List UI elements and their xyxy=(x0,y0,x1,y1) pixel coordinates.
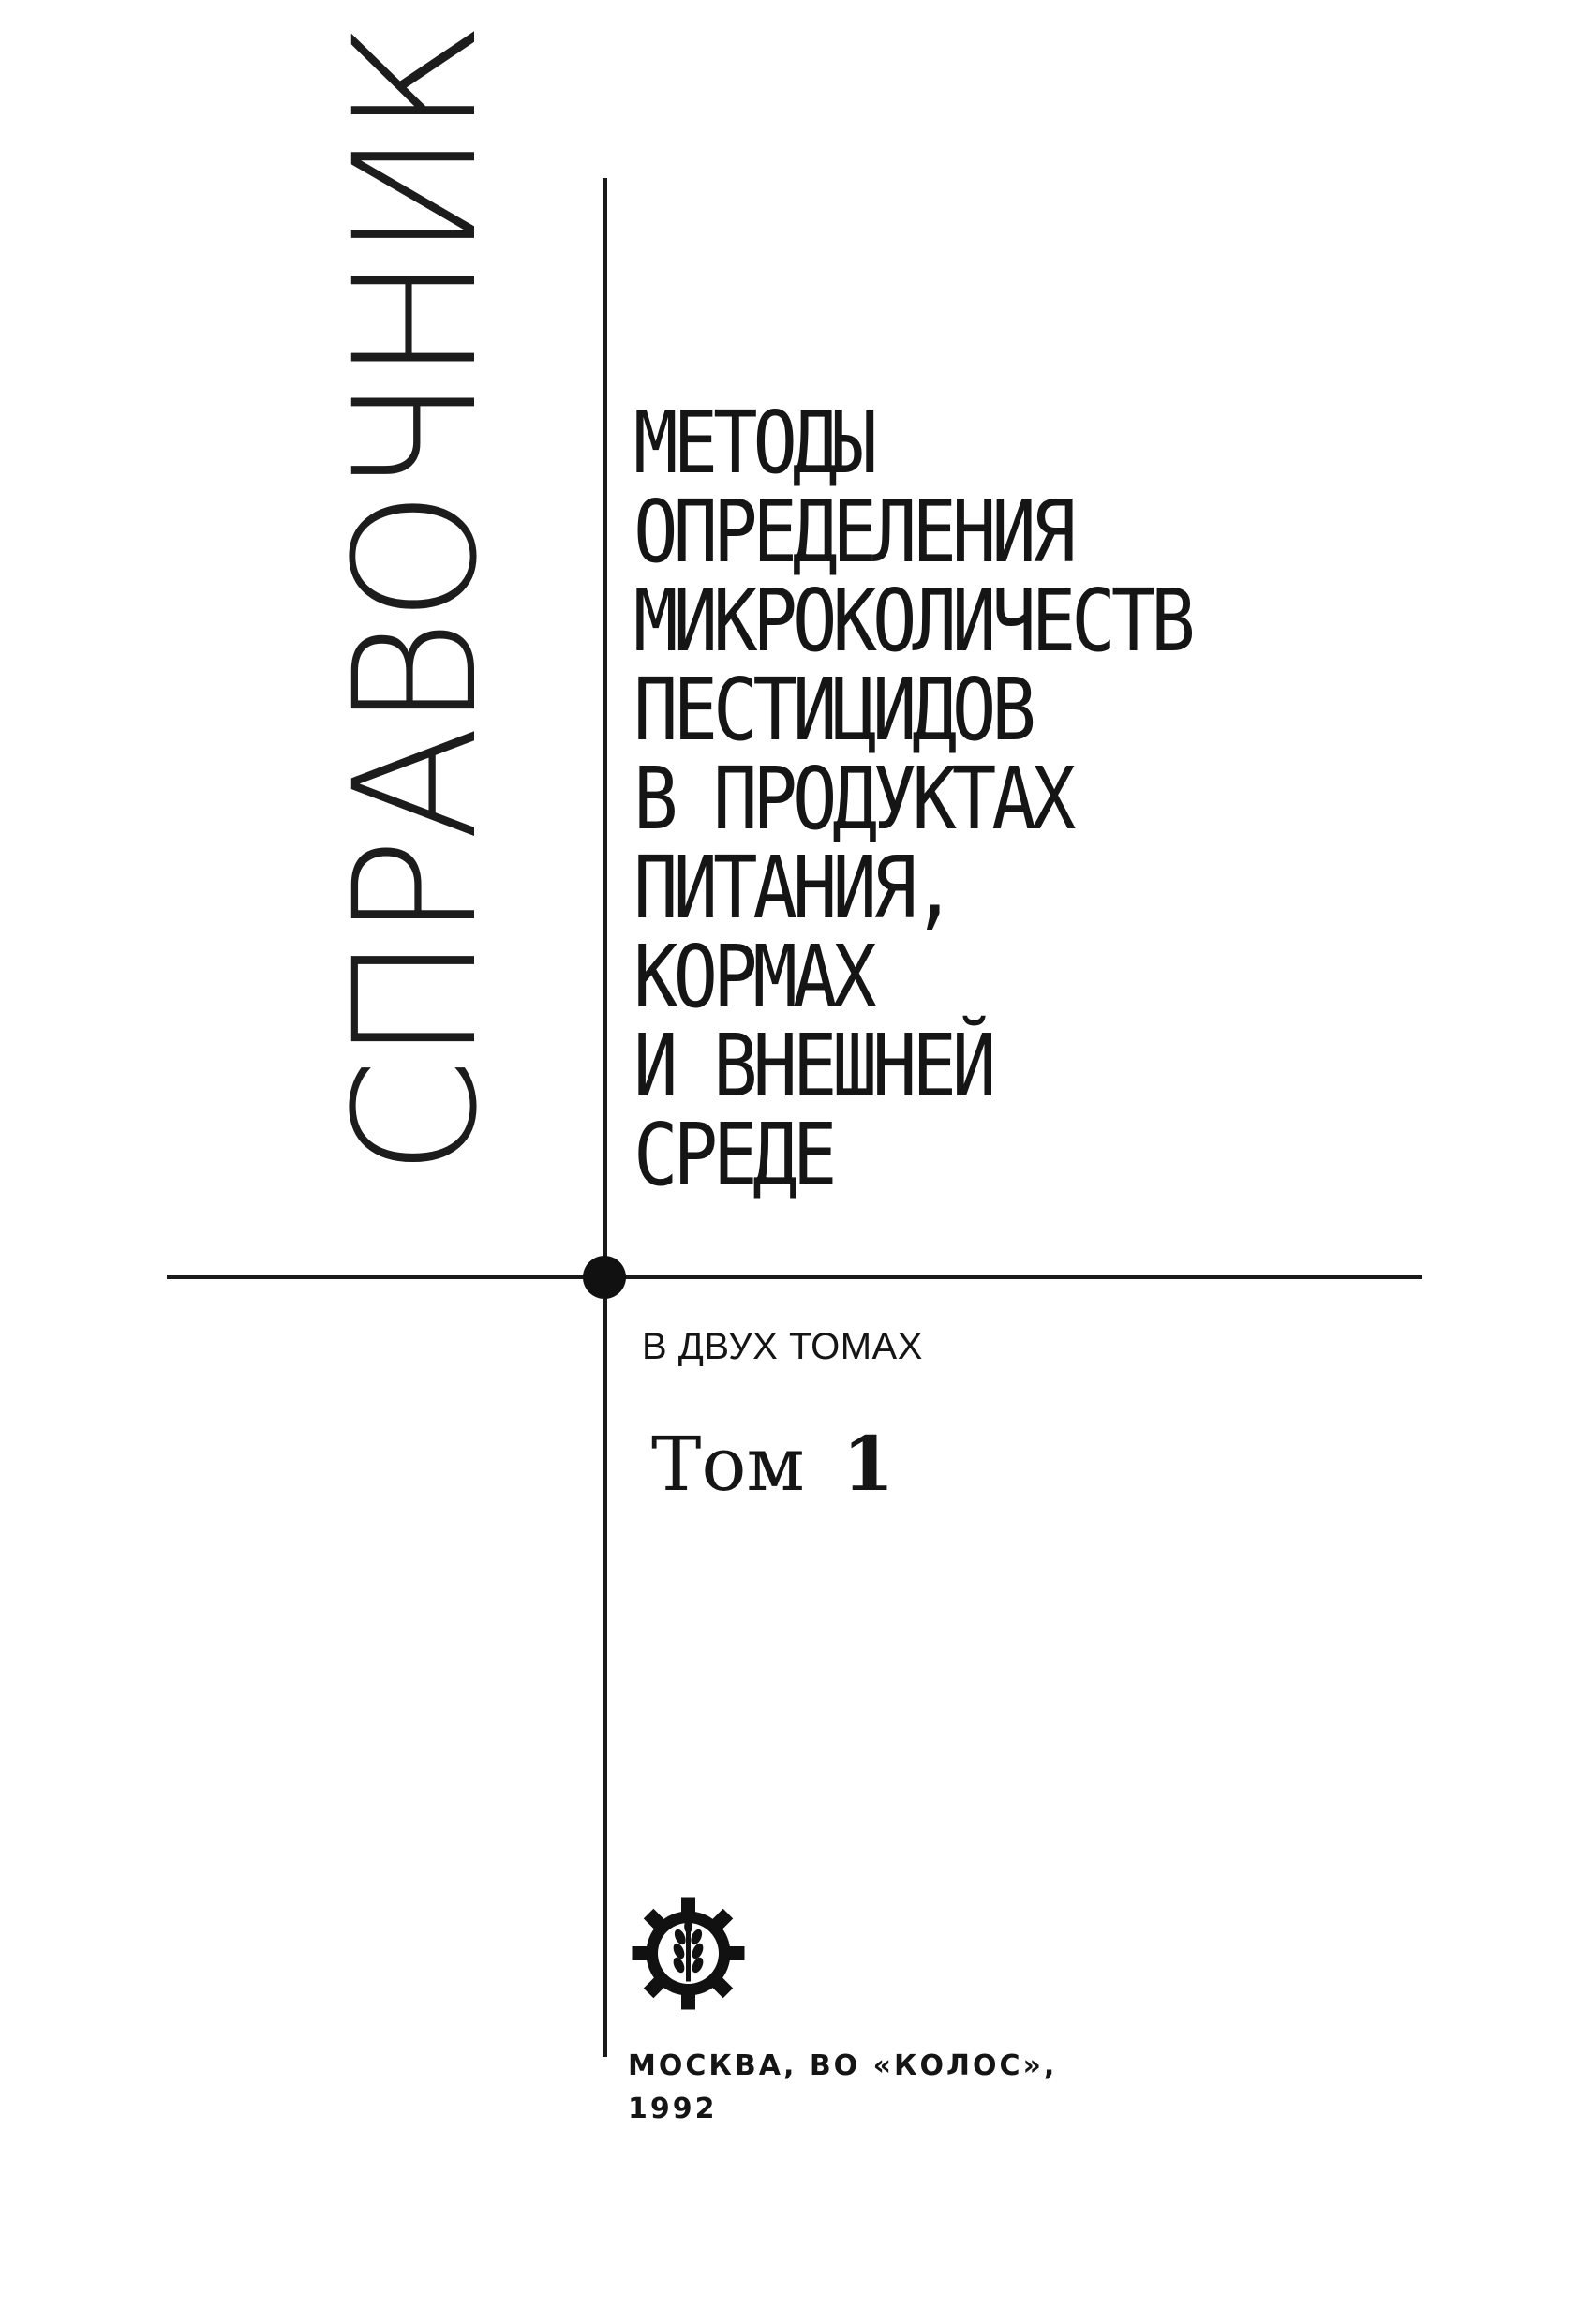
vertical-rule xyxy=(603,178,607,2057)
title-line: ПИТАНИЯ, xyxy=(633,838,957,938)
publisher-city: МОСКВА, ВО «КОЛОС», xyxy=(628,2049,1058,2082)
title-line: СРЕДЕ xyxy=(633,1105,838,1205)
intersection-dot xyxy=(583,1256,626,1299)
volume-word: Том xyxy=(651,1421,805,1508)
title-line: ОПРЕДЕЛЕНИЯ xyxy=(633,482,1076,582)
publication-year: 1992 xyxy=(628,2093,718,2125)
title-line: И ВНЕШНЕЙ xyxy=(633,1016,996,1116)
volumes-note: В ДВУХ ТОМАХ xyxy=(642,1326,923,1367)
volume-label: Том 1 xyxy=(651,1420,894,1508)
volume-number: 1 xyxy=(841,1420,895,1508)
horizontal-rule xyxy=(167,1275,1422,1279)
book-title: МЕТОДЫ ОПРЕДЕЛЕНИЯ МИКРОКОЛИЧЕСТВ ПЕСТИЦ… xyxy=(633,398,1359,1199)
title-line: КОРМАХ xyxy=(633,927,877,1027)
series-label: СПРАВОЧНИК xyxy=(319,24,514,1176)
title-line: В ПРОДУКТАХ xyxy=(633,749,1076,849)
title-line: ПЕСТИЦИДОВ xyxy=(633,660,1036,760)
title-line: МИКРОКОЛИЧЕСТВ xyxy=(633,571,1196,671)
gear-wheat-emblem-icon xyxy=(632,1897,745,2010)
title-line: МЕТОДЫ xyxy=(633,393,877,493)
publisher-imprint: МОСКВА, ВО «КОЛОС», 1992 xyxy=(628,2045,1057,2131)
